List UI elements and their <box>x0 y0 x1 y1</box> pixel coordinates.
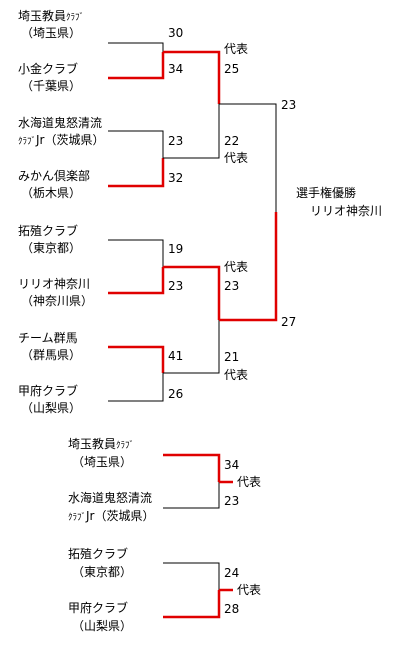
bracket-line-r1-m2-team2 <box>108 158 165 188</box>
team-name: 甲府クラブ <box>68 601 129 615</box>
bracket-line-final-team1 <box>219 103 277 212</box>
champion-label: 選手権優勝 <box>296 186 357 200</box>
representative-label: 代表 <box>237 583 262 597</box>
team-prefecture: （埼玉県） <box>72 455 133 469</box>
team-name: 拓殖クラブ <box>18 224 79 238</box>
team-name-main: 埼玉教員 <box>18 9 67 23</box>
representative-label: 代表 <box>224 42 249 56</box>
team-name-tail: Jr（茨城県） <box>36 133 105 147</box>
bracket-line-r2-m1-team2 <box>163 104 220 159</box>
score-final: 23 <box>281 98 297 112</box>
bracket-line-r1-m1-team2 <box>108 52 165 80</box>
bracket-line-r1-m1-team1 <box>108 42 164 52</box>
bracket-line-po2-team2 <box>163 590 221 619</box>
playoff-score: 23 <box>224 494 240 508</box>
score-r2: 23 <box>224 279 240 293</box>
score-r1: 26 <box>168 387 184 401</box>
bracket-line-r1-m3-team2 <box>108 267 165 295</box>
team-prefecture: （山梨県） <box>21 401 82 415</box>
representative-label: 代表 <box>237 475 262 489</box>
score-r1: 30 <box>168 26 184 40</box>
team-prefecture: （埼玉県） <box>21 26 82 40</box>
score-r1: 19 <box>168 242 184 256</box>
team-name-halfwidth: ｸﾗﾌﾞ <box>18 137 37 147</box>
team-prefecture: （栃木県） <box>21 186 82 200</box>
score-r2: 25 <box>224 62 240 76</box>
team-name: 水海道鬼怒清流 <box>18 116 103 130</box>
team-name: リリオ神奈川 <box>18 277 91 291</box>
team-name: 甲府クラブ <box>18 384 79 398</box>
team-prefecture: （山梨県） <box>72 619 133 633</box>
playoff-score: 34 <box>224 458 240 472</box>
team-name: 拓殖クラブ <box>68 547 129 561</box>
team-prefecture: （神奈川県） <box>21 294 94 308</box>
bracket-line-r2-m2-team2 <box>163 320 220 374</box>
team-name-halfwidth: ｸﾗﾌﾞ <box>66 13 85 23</box>
bracket-line-r1-m4-team2 <box>108 373 164 402</box>
bracket-line-r1-m2-team1 <box>108 130 164 158</box>
team-name: 水海道鬼怒清流 <box>68 491 153 505</box>
team-prefecture: （千葉県） <box>21 79 82 93</box>
team-name-tail: Jr（茨城県） <box>86 509 155 523</box>
representative-label: 代表 <box>224 151 249 165</box>
bracket-line-final-team2 <box>219 212 278 322</box>
team-prefecture: （東京都） <box>72 565 133 579</box>
bracket-line-po2-team1 <box>163 562 220 590</box>
champion-team: リリオ神奈川 <box>310 204 383 218</box>
team-name: 小金クラブ <box>18 62 79 76</box>
bracket-line-r2-m2-team1 <box>163 265 221 320</box>
bracket-line-r1-m3-team1 <box>108 239 164 267</box>
playoff-score: 28 <box>224 602 240 616</box>
team-name-main: 埼玉教員 <box>68 437 117 451</box>
team-name: みかん倶楽部 <box>18 169 91 183</box>
score-r1: 41 <box>168 349 184 363</box>
team-prefecture: （群馬県） <box>21 348 82 362</box>
team-name-halfwidth: ｸﾗﾌﾞ <box>116 441 135 451</box>
playoff-score: 24 <box>224 566 240 580</box>
score-final: 27 <box>281 315 297 329</box>
score-r1: 34 <box>168 62 184 76</box>
bracket-line-r1-m4-team1 <box>108 345 165 373</box>
team-name: チーム群馬 <box>18 331 78 345</box>
team-name: 埼玉教員ｸﾗﾌﾞ <box>68 437 134 453</box>
bracket-line-r2-m1-team1 <box>163 50 221 104</box>
team-prefecture: （東京都） <box>21 241 82 255</box>
score-r2: 22 <box>224 134 240 148</box>
score-r2: 21 <box>224 350 240 364</box>
representative-label: 代表 <box>224 260 249 274</box>
team-name: 埼玉教員ｸﾗﾌﾞ <box>18 9 84 25</box>
score-r1: 23 <box>168 134 184 148</box>
team-name-halfwidth: ｸﾗﾌﾞ <box>68 513 87 523</box>
score-r1: 23 <box>168 279 184 293</box>
team-name-line2: ｸﾗﾌﾞJr（茨城県） <box>68 509 155 525</box>
bracket-line-po1-team2 <box>163 482 220 509</box>
score-r1: 32 <box>168 171 184 185</box>
team-name-line2: ｸﾗﾌﾞJr（茨城県） <box>18 133 105 149</box>
representative-label: 代表 <box>224 368 249 382</box>
bracket-line-po1-team1 <box>163 453 221 482</box>
